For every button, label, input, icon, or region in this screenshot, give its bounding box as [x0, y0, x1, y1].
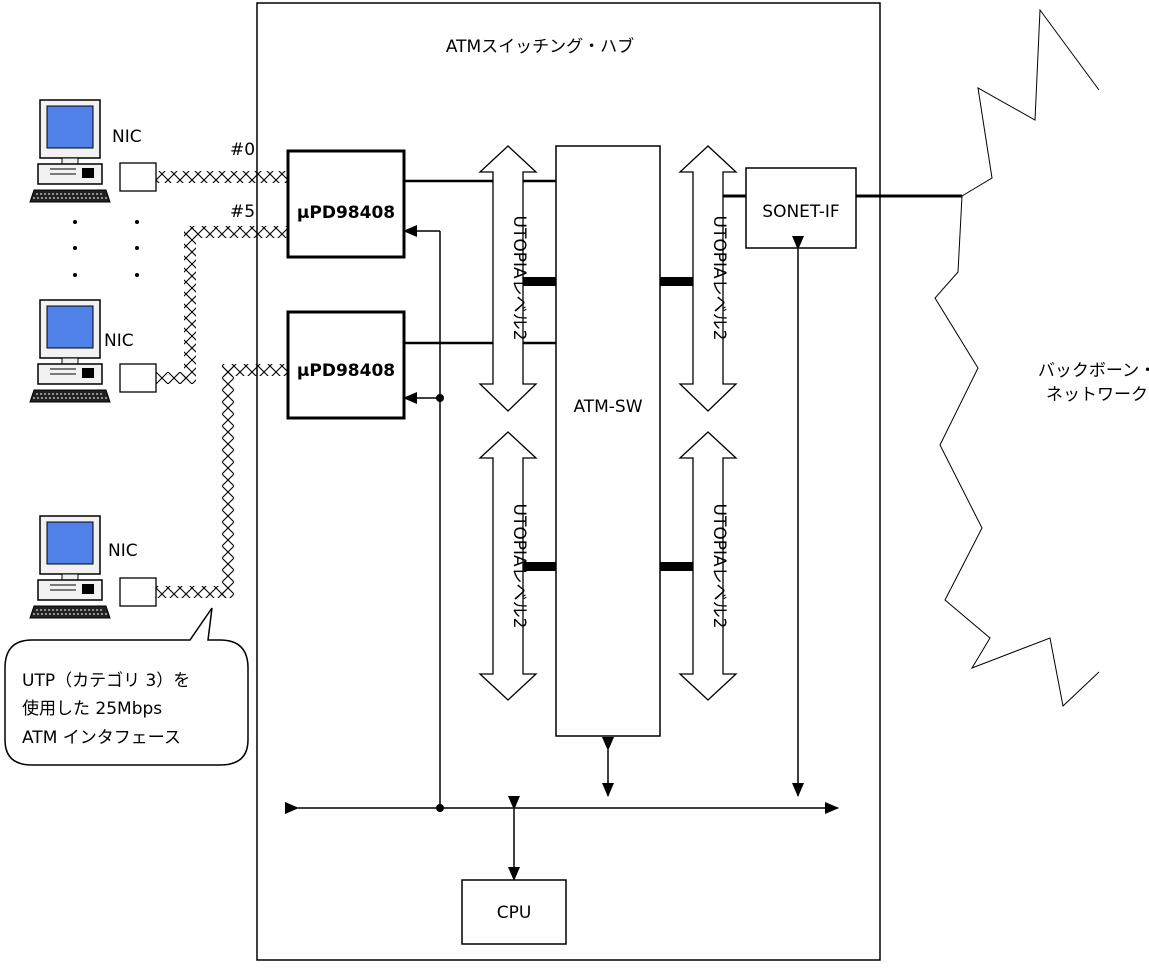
utopia-label: UTOPIAレベル2 — [509, 504, 529, 629]
switch-label: ATM-SW — [573, 397, 642, 417]
utopia-label: UTOPIAレベル2 — [709, 216, 729, 341]
sonet-label: SONET-IF — [762, 202, 839, 222]
port-label-last: #5 — [230, 202, 255, 222]
backbone-network-shape — [935, 10, 1099, 706]
nic-card — [120, 163, 156, 191]
port-label-first: #0 — [230, 140, 255, 160]
hub-title: ATMスイッチング・ハブ — [446, 36, 634, 57]
backbone-label-line2: ネットワーク — [1046, 385, 1148, 405]
ellipsis-dots — [73, 220, 139, 277]
computer-icon — [30, 516, 110, 618]
cpu-label: CPU — [497, 903, 532, 923]
callout-line3: ATM インタフェース — [22, 728, 181, 748]
chip-label: µPD98408 — [297, 203, 395, 223]
utopia-label: UTOPIAレベル2 — [709, 504, 729, 629]
nic-label: NIC — [104, 331, 134, 351]
callout-line1: UTP（カテゴリ 3）を — [22, 670, 190, 691]
chip-label: µPD98408 — [297, 361, 395, 381]
computer-icon — [30, 100, 110, 202]
nic-card — [120, 364, 156, 392]
nic-label: NIC — [108, 541, 138, 561]
atm-switch — [556, 146, 660, 736]
utp-cable — [156, 171, 288, 183]
backbone-label-line1: バックボーン・ — [1038, 361, 1149, 381]
computer-icon — [30, 300, 110, 402]
nic-card — [120, 578, 156, 606]
utopia-label: UTOPIAレベル2 — [509, 216, 529, 341]
callout-line2: 使用した 25Mbps — [22, 698, 162, 719]
nic-label: NIC — [112, 127, 142, 147]
